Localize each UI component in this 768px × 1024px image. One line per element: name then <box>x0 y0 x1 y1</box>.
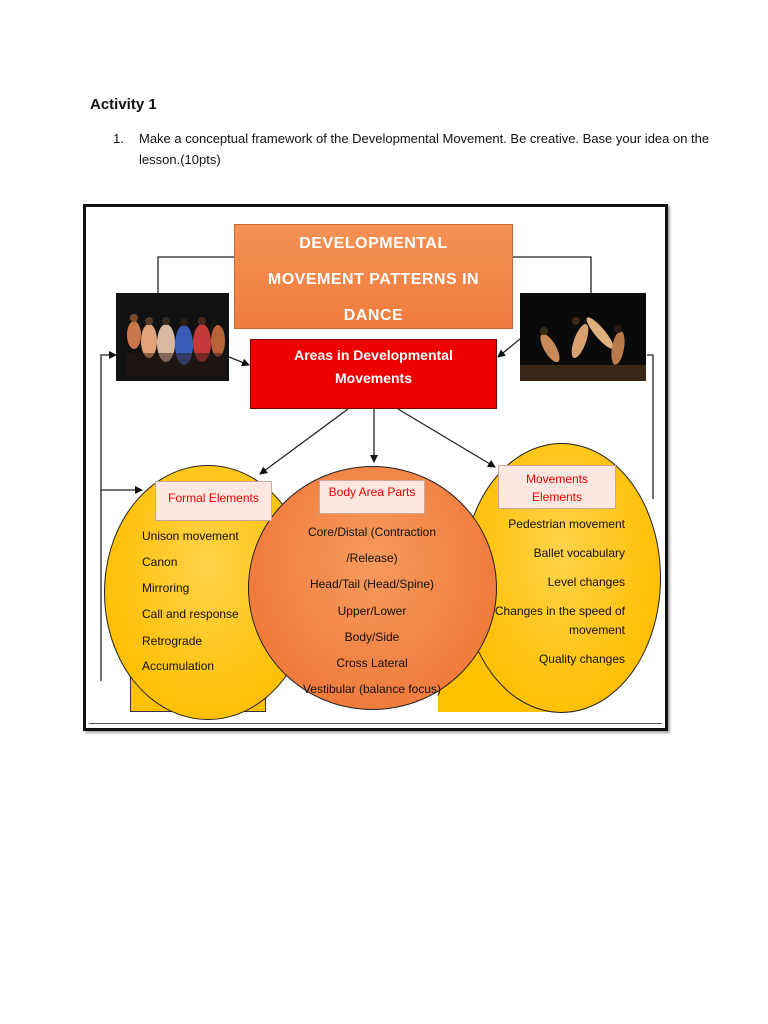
body-item: Cross Lateral <box>336 656 408 670</box>
formal-item: Retrograde <box>142 634 203 648</box>
movement-item: Changes in the speed of <box>494 604 625 618</box>
diagram-title-line-3: DANCE <box>343 307 404 324</box>
formal-elements-label: Formal Elements <box>155 481 272 521</box>
movement-item: Pedestrian movement <box>508 517 625 531</box>
movement-item: Ballet vocabulary <box>533 546 625 560</box>
body-item: /Release) <box>346 551 398 565</box>
dancers-performance-photo <box>520 293 646 381</box>
body-item: Core/Distal (Contraction <box>307 525 437 539</box>
areas-line-1: Areas in Developmental <box>294 347 453 363</box>
formal-item: Call and response <box>142 607 239 621</box>
formal-item: Accumulation <box>142 659 215 673</box>
frame-divider <box>89 723 662 724</box>
diagram-title-line-1: DEVELOPMENTAL <box>299 235 448 252</box>
formal-item: Canon <box>142 555 178 569</box>
movements-label-line-2: Elements <box>531 490 583 504</box>
areas-box: Areas in Developmental Movements <box>250 339 497 409</box>
question-item: 1. Make a conceptual framework of the De… <box>113 128 713 170</box>
movement-item: Quality changes <box>538 652 625 666</box>
connector-lines <box>100 256 654 681</box>
body-item: Body/Side <box>344 630 400 644</box>
body-item: Vestibular (balance focus) <box>302 682 442 696</box>
diagram-title-box: DEVELOPMENTAL MOVEMENT PATTERNS IN DANCE <box>234 224 513 329</box>
formal-item: Unison movement <box>142 529 239 543</box>
movements-label-line-1: Movements <box>525 472 589 486</box>
movement-item: movement <box>568 623 625 637</box>
question-text: Make a conceptual framework of the Devel… <box>139 131 710 167</box>
question-number: 1. <box>113 131 124 146</box>
body-item: Upper/Lower <box>337 604 407 618</box>
areas-line-2: Movements <box>334 370 413 386</box>
movement-item: Level changes <box>547 575 625 589</box>
movements-elements-label: Movements Elements <box>498 465 616 509</box>
activity-title: Activity 1 <box>90 96 157 113</box>
dancers-group-photo <box>116 293 229 381</box>
body-item: Head/Tail (Head/Spine) <box>309 577 435 591</box>
conceptual-framework-diagram: DEVELOPMENTAL MOVEMENT PATTERNS IN DANCE <box>83 204 668 731</box>
body-area-parts-circle <box>248 466 497 710</box>
body-area-parts-label: Body Area Parts <box>319 480 425 514</box>
formal-item: Mirroring <box>142 581 190 595</box>
diagram-title-line-2: MOVEMENT PATTERNS IN <box>267 271 480 288</box>
